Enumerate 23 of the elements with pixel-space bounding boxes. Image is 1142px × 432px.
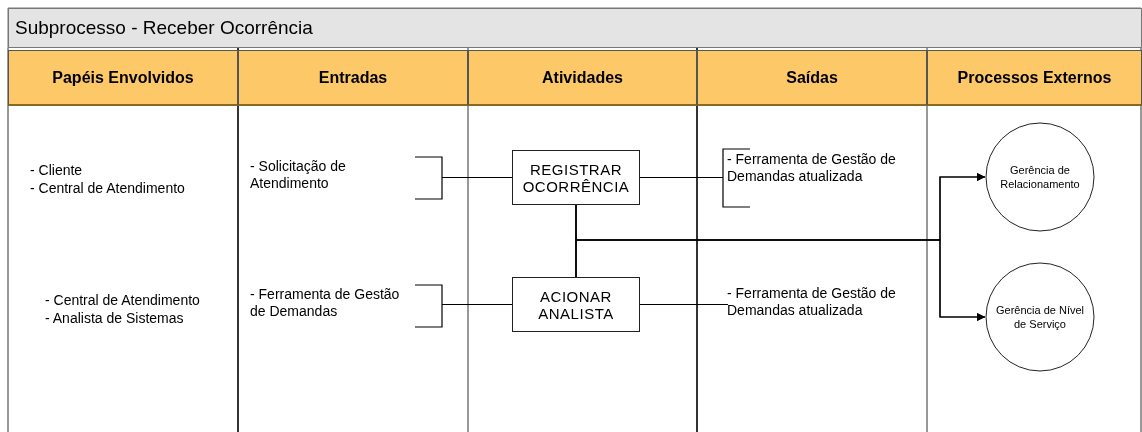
external-process-circle: Gerência de Relacionamento xyxy=(985,122,1095,232)
item-text: - Ferramenta de Gestão de Demandas atualizada xyxy=(722,148,897,208)
role-text: - Central de Atendimento xyxy=(45,292,200,309)
role-text: - Central de Atendimento xyxy=(30,180,185,197)
column-header: Processos Externos xyxy=(927,50,1142,106)
role-text: - Analista de Sistemas xyxy=(45,310,184,327)
bracket-connector xyxy=(441,303,513,306)
activity-box: REGISTRAR OCORRÊNCIA xyxy=(512,150,640,205)
item-text: - Ferramenta de Gestão de Demandas atualizada xyxy=(727,285,927,325)
title-band: Subprocesso - Receber Ocorrência xyxy=(8,8,1142,48)
bracket-connector xyxy=(639,176,724,179)
column-header: Saídas xyxy=(697,50,927,106)
bracket-connector xyxy=(441,176,513,179)
role-text: - Cliente xyxy=(30,162,83,179)
arrow xyxy=(575,239,986,321)
column-header: Entradas xyxy=(238,50,468,106)
column-header: Papéis Envolvidos xyxy=(8,50,238,106)
item-text: - Ferramenta de Gestão de Demandas xyxy=(250,284,443,328)
activity-box: ACIONAR ANALISTA xyxy=(512,277,640,332)
column-header: Atividades xyxy=(468,50,697,106)
item-text: - Solicitação de Atendimento xyxy=(250,156,443,200)
external-process-circle: Gerência de Nível de Serviço xyxy=(985,262,1095,372)
bracket-connector xyxy=(639,303,729,306)
